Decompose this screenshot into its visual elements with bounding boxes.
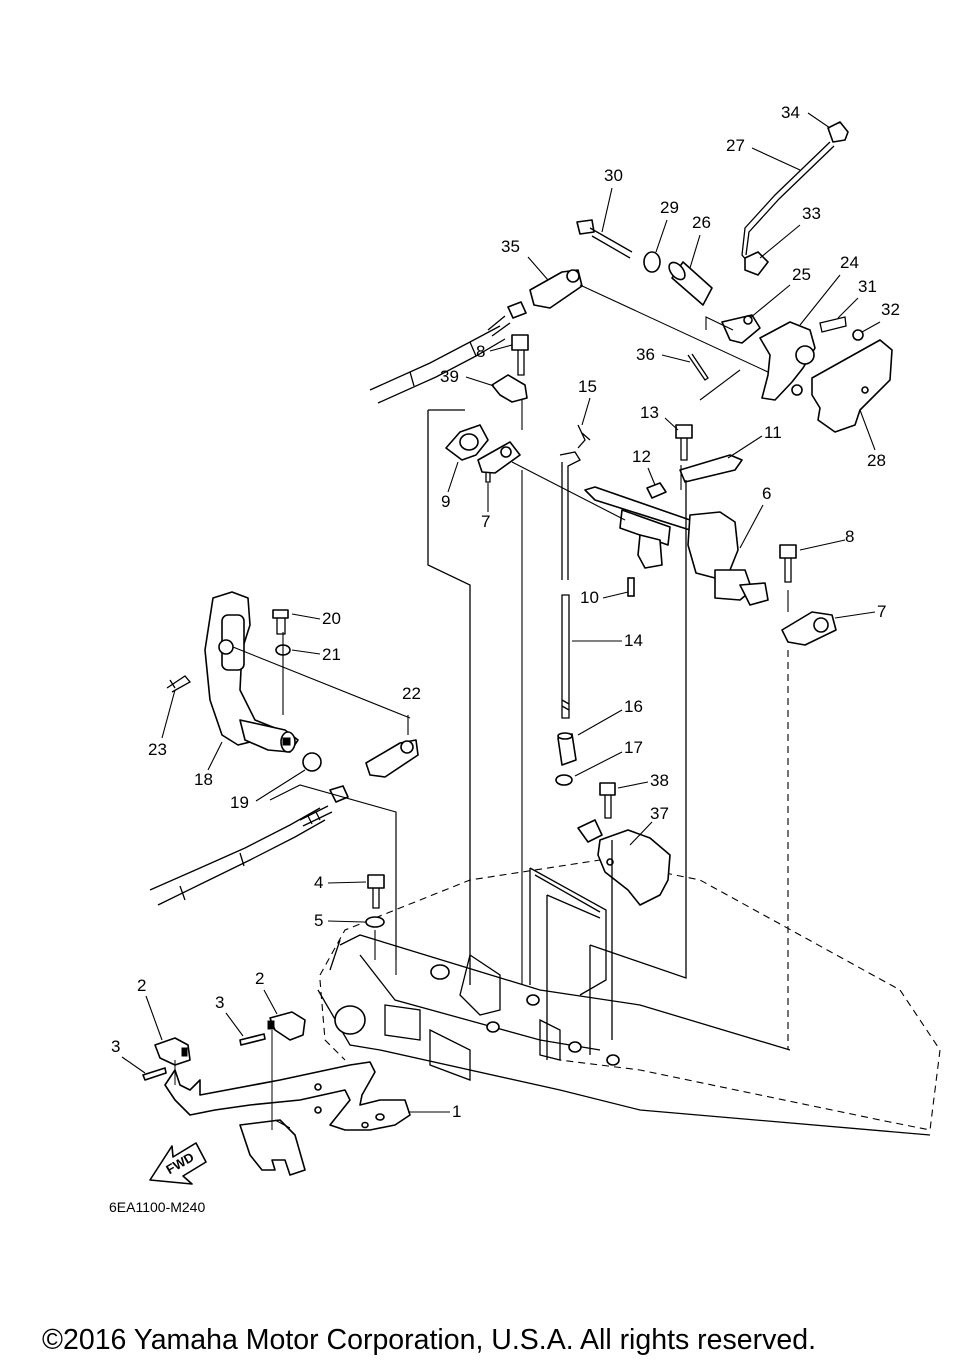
bolt-washer-4-5	[365, 874, 385, 960]
shift-shaft-assembly	[445, 334, 837, 786]
callout-38: 38	[650, 771, 669, 790]
callout-8b: 8	[845, 527, 854, 546]
callout-34: 34	[781, 103, 800, 122]
callout-10: 10	[580, 588, 599, 607]
callout-20: 20	[322, 609, 341, 628]
callout-31: 31	[858, 277, 877, 296]
diagram-code: 6EA1100-M240	[109, 1199, 205, 1215]
callouts: 34 27 30 29 26 33 35 25 24 31 32 8 36 39…	[111, 103, 900, 1121]
callout-39: 39	[440, 367, 459, 386]
callout-32: 32	[881, 300, 900, 319]
callout-2b: 2	[255, 969, 264, 988]
callout-12: 12	[632, 447, 651, 466]
callout-35: 35	[501, 237, 520, 256]
callout-11: 11	[764, 423, 782, 442]
callout-5: 5	[314, 911, 323, 930]
callout-15: 15	[578, 377, 597, 396]
callout-7b: 7	[877, 602, 886, 621]
callout-7a: 7	[481, 512, 490, 531]
callout-22: 22	[402, 684, 421, 703]
callout-2a: 2	[137, 976, 146, 995]
callout-27: 27	[726, 136, 745, 155]
callout-3b: 3	[111, 1037, 120, 1056]
shift-bracket-assembly	[142, 1011, 411, 1176]
callout-25: 25	[792, 265, 811, 284]
callout-19: 19	[230, 793, 249, 812]
callout-24: 24	[840, 253, 859, 272]
callout-8a: 8	[476, 342, 485, 361]
callout-18: 18	[194, 770, 213, 789]
callout-9: 9	[441, 492, 450, 511]
callout-26: 26	[692, 213, 711, 232]
copyright-notice: ©2016 Yamaha Motor Corporation, U.S.A. A…	[42, 1324, 816, 1356]
callout-29: 29	[660, 198, 679, 217]
lower-cowling-outline	[317, 859, 941, 1136]
callout-28: 28	[867, 451, 886, 470]
callout-37: 37	[650, 804, 669, 823]
callout-14: 14	[624, 631, 643, 650]
callout-6: 6	[762, 484, 771, 503]
callout-3a: 3	[215, 993, 224, 1012]
throttle-link-assembly	[369, 121, 893, 433]
lower-bracket	[577, 782, 671, 906]
callout-1: 1	[452, 1102, 461, 1121]
callout-23: 23	[148, 740, 167, 759]
forward-arrow-icon: FWD	[149, 1142, 207, 1185]
callout-16: 16	[624, 697, 643, 716]
routing-lines	[395, 409, 789, 1060]
shift-lever-assembly	[149, 591, 419, 906]
callout-4: 4	[314, 873, 323, 892]
callout-33: 33	[802, 204, 821, 223]
callout-36: 36	[636, 345, 655, 364]
callout-17: 17	[624, 738, 643, 757]
callout-30: 30	[604, 166, 623, 185]
callout-13: 13	[640, 403, 659, 422]
callout-21: 21	[322, 645, 341, 664]
